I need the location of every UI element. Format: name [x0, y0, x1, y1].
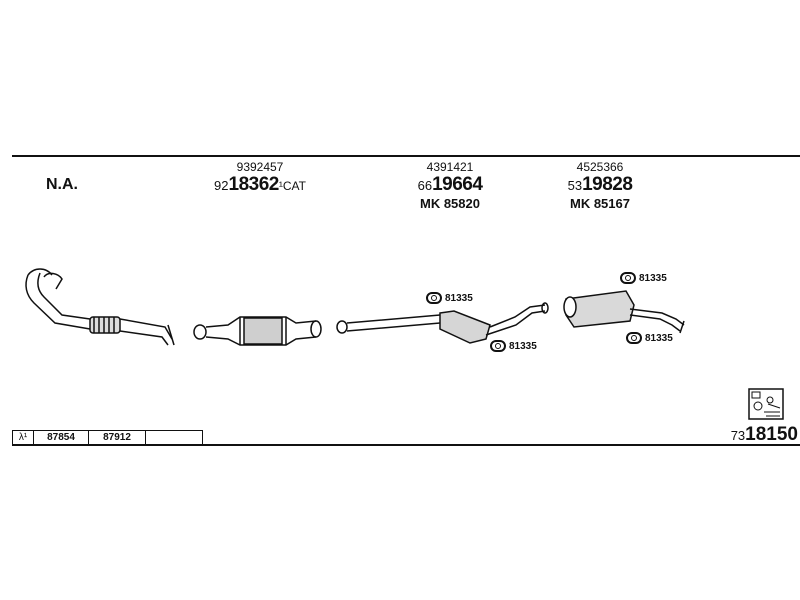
mounting-kit-number[interactable]: MK 85820: [420, 196, 480, 211]
oe-number: 9392457: [236, 160, 284, 174]
oe-number: 4525366: [576, 160, 624, 174]
clamp[interactable]: 81335: [620, 272, 667, 284]
exhaust-kit-icon: [748, 388, 784, 420]
bottom-rule: [12, 444, 800, 446]
clamp-icon: [626, 332, 642, 344]
part-number[interactable]: 6619664: [417, 174, 483, 195]
mounting-kit-number[interactable]: MK 85167: [570, 196, 630, 211]
part-column-catalyst: 9392457 9218362¹CAT: [190, 160, 330, 196]
lambda-symbol: λ¹: [13, 431, 34, 445]
part-column-middle-silencer: 4391421 6619664 MK 85820: [380, 160, 520, 211]
exhaust-diagram: [25, 268, 685, 346]
catalyst-drawing[interactable]: [193, 316, 322, 346]
middle-silencer-drawing[interactable]: [336, 302, 549, 344]
lambda-cell: [146, 431, 202, 445]
kit-number[interactable]: 7318150: [730, 424, 798, 445]
lambda-cell[interactable]: 87854: [34, 431, 89, 445]
lambda-sensor-table: λ¹ 87854 87912: [12, 430, 203, 445]
clamp[interactable]: 81335: [490, 340, 537, 352]
clamp-icon: [620, 272, 636, 284]
front-pipe-drawing[interactable]: [25, 268, 175, 346]
engine-label: N.A.: [46, 176, 78, 193]
part-column-rear-silencer: 4525366 5319828 MK 85167: [530, 160, 670, 211]
lambda-cell[interactable]: 87912: [89, 431, 146, 445]
part-number[interactable]: 5319828: [567, 174, 633, 195]
oe-number: 4391421: [426, 160, 474, 174]
rear-silencer-drawing[interactable]: [563, 290, 685, 334]
top-rule: [12, 155, 800, 157]
clamp-icon: [426, 292, 442, 304]
clamp-icon: [490, 340, 506, 352]
part-number[interactable]: 9218362¹CAT: [214, 174, 306, 195]
clamp[interactable]: 81335: [426, 292, 473, 304]
clamp[interactable]: 81335: [626, 332, 673, 344]
